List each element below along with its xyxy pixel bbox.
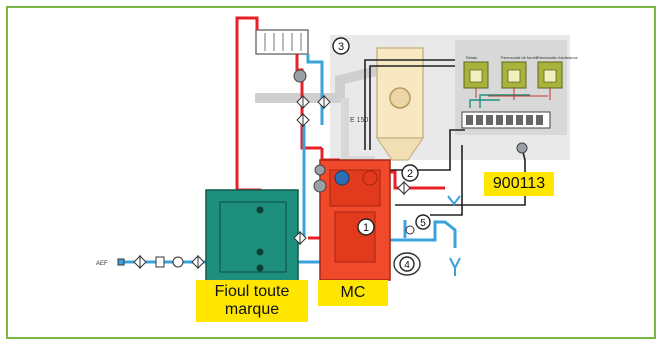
callout-3: 3 [332, 37, 350, 55]
relay-label: Relais [466, 55, 477, 60]
callout-4-text: 4 [404, 260, 410, 271]
flue-thermostat-label: Thermostat de fumée [500, 55, 539, 60]
room-thermostat-label: Thermostat d'ambiance [536, 55, 578, 60]
model-code-tag: 900113 [484, 172, 554, 196]
drain-funnel-2 [447, 195, 461, 206]
storage-tank [205, 189, 299, 283]
valves [133, 94, 411, 270]
callout-1-text: 1 [363, 222, 369, 234]
inlet-label: AEF [96, 261, 108, 267]
model-code-text: 900113 [492, 175, 546, 192]
fuel-tag-line1: Fioul toute [214, 283, 290, 300]
flue-sensor [516, 142, 528, 154]
boiler-tag-text: MC [340, 284, 366, 301]
tank-pump [314, 164, 326, 176]
callout-1: 1 [357, 218, 375, 236]
flue-label: E 150 [350, 117, 368, 124]
callout-2-text: 2 [407, 168, 413, 180]
boiler-tag: MC [318, 280, 388, 306]
control-panel: Relais Thermostat de fumée Thermostat d'… [461, 55, 578, 129]
flue-damper [389, 87, 411, 109]
flue-hopper [375, 137, 425, 161]
callout-4: 4 [399, 256, 415, 272]
callout-5-text: 5 [420, 218, 426, 229]
fuel-tag: Fioul toute marque [196, 280, 308, 322]
boiler [319, 159, 391, 281]
flue-duct [255, 65, 382, 103]
boiler-pump [313, 179, 327, 193]
callout-2: 2 [401, 164, 419, 182]
sensor-wires-teal [469, 94, 530, 108]
inlet-fittings [117, 256, 184, 268]
radiator [255, 29, 309, 55]
fuel-tag-line2: marque [224, 301, 280, 318]
drain-funnel [449, 257, 461, 276]
callout-3-text: 3 [338, 41, 344, 53]
radiator-pump [293, 69, 307, 83]
callout-5: 5 [415, 214, 431, 230]
